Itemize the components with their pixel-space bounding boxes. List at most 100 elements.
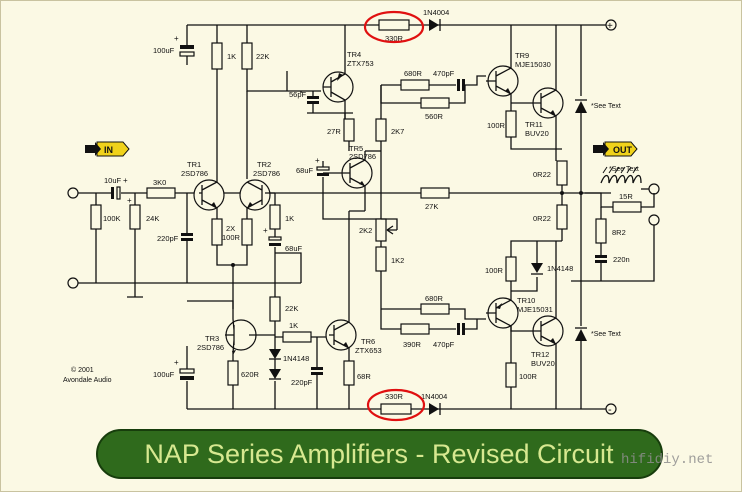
tr5-type-label: 2SD786 <box>349 152 376 161</box>
r-24k-label: 24K <box>146 214 159 223</box>
transistor-tr9 <box>486 45 519 103</box>
c-220n-label: 220n <box>613 255 630 264</box>
copyright-year: © 2001 <box>71 366 94 374</box>
d-1n4004-top-label: 1N4004 <box>423 8 449 17</box>
r-330-top-label: 330R <box>385 34 404 43</box>
diode-1n4148-left-b <box>269 369 281 379</box>
svg-text:+: + <box>174 358 179 367</box>
tr10-type-label: MJE15031 <box>517 305 553 314</box>
r-1k-a-label: 1K <box>227 52 236 61</box>
r-2x100-label: 2X <box>226 224 235 233</box>
minus-terminal-label: - <box>608 404 612 416</box>
diode-1n4148-right <box>531 263 543 273</box>
top-supply-resistor: 330R 1N4004 <box>363 8 449 44</box>
tr9-type-label: MJE15030 <box>515 60 551 69</box>
r-560-label: 560R <box>425 112 444 121</box>
svg-text:+: + <box>315 156 320 165</box>
resistor-100r-tr12 <box>505 362 517 388</box>
resistor-680r-bot <box>420 303 450 315</box>
r-22k-a-label: 22K <box>256 52 269 61</box>
r-390-label: 390R <box>403 340 422 349</box>
r-2x100-b-label: 100R <box>222 233 241 242</box>
tr2-type-label: 2SD786 <box>253 169 280 178</box>
positive-rail-terminal <box>605 19 617 31</box>
svg-text:+: + <box>263 226 268 235</box>
resistor-27r <box>343 118 355 142</box>
c-220pf-a-label: 220pF <box>157 234 179 243</box>
r-1k2-label: 1K2 <box>391 256 404 265</box>
resistor-0r22-a <box>556 160 568 186</box>
r-8r2-label: 8R2 <box>612 228 626 237</box>
resistor-100r-tr11 <box>505 110 517 138</box>
r-15r-label: 15R <box>619 192 633 201</box>
capacitor-470pf-top <box>457 79 460 91</box>
resistor-22k-b <box>269 296 281 322</box>
c-56pf-label: 56pF <box>289 90 307 99</box>
r-22k-b-label: 22K <box>285 304 298 313</box>
output-terminal <box>648 183 660 195</box>
d-1n4004-bot-label: 1N4004 <box>421 392 447 401</box>
diode-1n4004-top <box>429 19 439 31</box>
r-2k7-label: 2K7 <box>391 127 404 136</box>
resistor-1k2 <box>375 246 387 272</box>
capacitor-220pf-a <box>181 233 193 236</box>
resistor-68r <box>343 360 355 386</box>
tr12-type-label: BUV20 <box>531 359 555 368</box>
c-68uf-a-label: 68uF <box>296 166 314 175</box>
r-620-label: 620R <box>241 370 260 379</box>
tr12-label: TR12 <box>531 350 549 359</box>
tr3-label: TR3 <box>205 334 219 343</box>
capacitor-470pf-bot <box>457 323 460 335</box>
tr6-type-label: ZTX653 <box>355 346 382 355</box>
r-68r-label: 68R <box>357 372 371 381</box>
r-27r-label: 27R <box>327 127 341 136</box>
capacitor-56pf <box>307 96 319 99</box>
resistor-390r <box>400 323 430 335</box>
r-3k0-label: 3K0 <box>153 178 166 187</box>
r-100k-label: 100K <box>103 214 121 223</box>
r-680-bot-label: 680R <box>425 294 444 303</box>
capacitor-10uf <box>111 187 114 199</box>
d-1n4148-left-label: 1N4148 <box>283 354 309 363</box>
tr11-label: TR11 <box>525 120 543 129</box>
capacitor-220n <box>595 255 607 258</box>
see-text-2: *See Text <box>591 331 621 338</box>
r-0r22-a-label: 0R22 <box>533 170 551 179</box>
tr3-type-label: 2SD786 <box>197 343 224 352</box>
watermark-text: hifidiy.net <box>621 452 713 468</box>
bottom-supply-resistor: 330R 1N4004 <box>366 388 447 422</box>
in-terminal-tag: IN <box>85 141 130 157</box>
c-10uf-label: 10uF <box>104 176 122 185</box>
r-100-lower-label: 100R <box>485 266 504 275</box>
tr4-type-label: ZTX753 <box>347 59 374 68</box>
diode-1n4004-bot <box>429 403 439 415</box>
tr2-label: TR2 <box>257 160 271 169</box>
resistor-22k-a <box>241 42 253 70</box>
resistor-0r22-b <box>556 204 568 230</box>
svg-text:+: + <box>127 196 132 205</box>
out-terminal-tag: OUT <box>593 141 638 157</box>
transistor-tr2 <box>239 179 275 219</box>
r-1k-b-label: 1K <box>285 214 294 223</box>
r-2k2-label: 2K2 <box>359 226 372 235</box>
r-680-top-label: 680R <box>404 69 423 78</box>
transistor-tr5 <box>323 151 373 211</box>
transistor-tr11 <box>531 25 564 161</box>
copyright-company: Avondale Audio <box>63 377 112 384</box>
resistor-3k0 <box>146 187 176 199</box>
tr10-label: TR10 <box>517 296 535 305</box>
capacitor-220pf-b <box>311 367 323 370</box>
resistor-100r-lower <box>505 256 517 282</box>
tr11-type-label: BUV20 <box>525 129 549 138</box>
transistor-tr12 <box>531 241 564 409</box>
see-text-1: *See Text <box>591 103 621 110</box>
diode-1n4148-left-a <box>269 349 281 359</box>
r-100-tr12-label: 100R <box>519 372 538 381</box>
svg-text:+: + <box>123 176 128 185</box>
tr9-label: TR9 <box>515 51 529 60</box>
banner-title: NAP Series Amplifiers - Revised Circuit <box>144 439 614 469</box>
title-banner: NAP Series Amplifiers - Revised Circuit <box>96 429 663 479</box>
tr5-label: TR5 <box>349 144 363 153</box>
diode-see-text-top <box>575 101 587 113</box>
